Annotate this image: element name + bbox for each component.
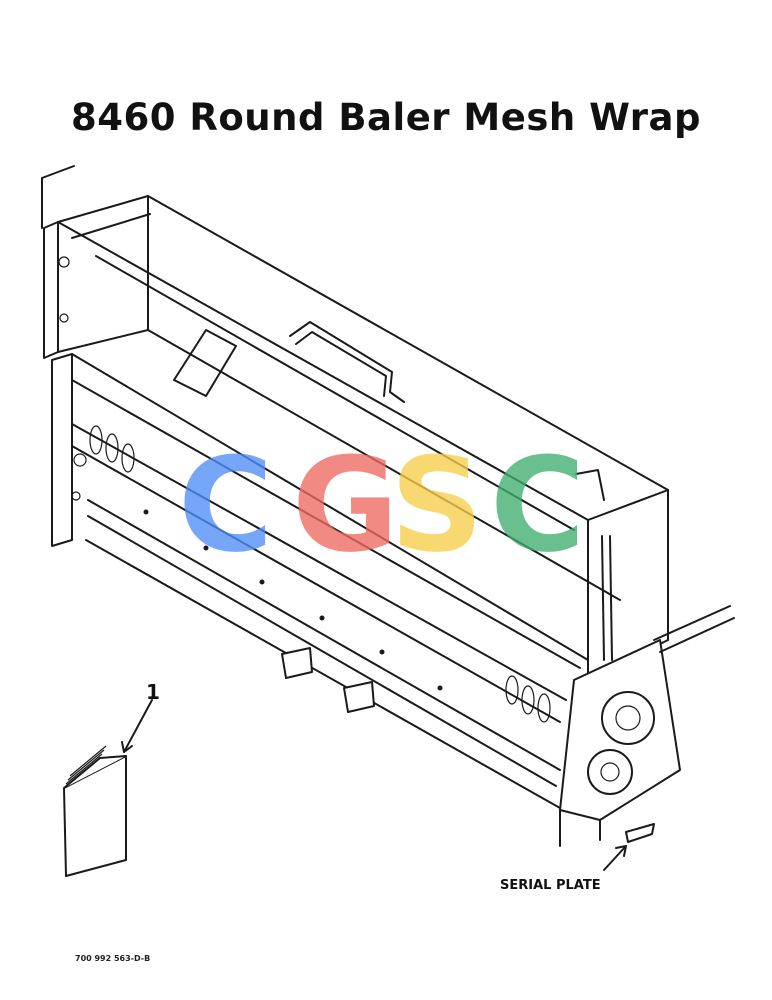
watermark-letter-c2: C: [490, 429, 586, 581]
page-title: 8460 Round Baler Mesh Wrap: [71, 96, 701, 139]
watermark-letter-s: S: [390, 429, 484, 581]
mounting-tabs: [281, 647, 375, 713]
watermark-letter-c1: C: [178, 429, 274, 581]
serial-plate-label: SERIAL PLATE: [500, 878, 601, 893]
manual-booklet-item-1: [63, 699, 153, 877]
serial-plate: [603, 823, 655, 871]
watermark-letter-g: G: [292, 429, 399, 581]
right-side-drive: [559, 469, 735, 847]
callout-number-1: 1: [146, 680, 160, 704]
figure-code: 700 992 563-D-B: [75, 954, 151, 963]
left-side-plate: [41, 165, 87, 547]
roller-shaft: [71, 423, 567, 809]
